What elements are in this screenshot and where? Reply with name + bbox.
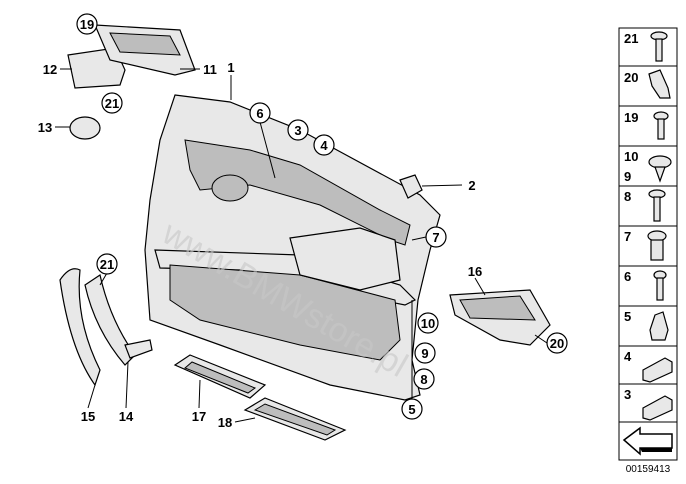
clip-icon (648, 69, 671, 99)
callout-18: 18 (218, 415, 232, 430)
legend-label-5: 5 (624, 309, 631, 324)
callout-21-mid: 21 (100, 257, 114, 272)
screw-icon (650, 31, 668, 62)
callout-1: 1 (227, 60, 234, 75)
legend-label-8: 8 (624, 189, 631, 204)
legend-label-6: 6 (624, 269, 631, 284)
trim-11 (94, 24, 196, 76)
callout-14: 14 (119, 409, 134, 424)
legend-label-3: 3 (624, 387, 631, 402)
diagram-number: 00159413 (626, 464, 671, 475)
arrow-icon (622, 426, 673, 456)
legend-label-4: 4 (624, 349, 632, 364)
callout-21: 21 (105, 96, 119, 111)
nut-icon (649, 311, 669, 341)
expanding-rivet-icon (648, 155, 672, 183)
callout-16: 16 (468, 264, 482, 279)
callout-10: 10 (421, 316, 435, 331)
screw-icon (653, 270, 667, 301)
legend-label-10: 10 (624, 149, 638, 164)
callout-8: 8 (420, 372, 427, 387)
door-trim-panel (144, 94, 441, 401)
leader-lines (55, 68, 548, 423)
legend-label-21: 21 (624, 31, 638, 46)
callout-12: 12 (43, 62, 57, 77)
legend-label-19: 19 (624, 110, 638, 125)
screw-icon (648, 189, 666, 222)
legend-label-20: 20 (624, 70, 638, 85)
legend-label-9: 9 (624, 169, 631, 184)
callout-11: 11 (203, 62, 217, 77)
callout-9: 9 (421, 346, 428, 361)
expanding-nut-icon (647, 230, 667, 261)
callout-13: 13 (38, 120, 52, 135)
screw-icon (653, 111, 669, 140)
fastener-legend: 21 20 19 10 9 8 7 6 5 4 3 00159413 (618, 27, 678, 475)
callout-2: 2 (468, 178, 475, 193)
callout-labels: 19 12 11 1 21 13 6 3 4 2 7 16 21 10 20 9… (38, 13, 568, 430)
grip-15 (59, 268, 101, 387)
callout-3: 3 (294, 123, 301, 138)
callout-15: 15 (81, 409, 95, 424)
callout-20: 20 (550, 336, 564, 351)
callout-7: 7 (432, 230, 439, 245)
part-2 (399, 174, 423, 199)
callout-17: 17 (192, 409, 206, 424)
callout-5: 5 (408, 402, 415, 417)
callout-4: 4 (320, 138, 328, 153)
callout-6: 6 (256, 106, 263, 121)
bracket-icon (642, 357, 673, 383)
legend-label-7: 7 (624, 229, 631, 244)
bracket-icon (642, 395, 673, 421)
callout-19: 19 (80, 17, 94, 32)
cap-13 (69, 116, 101, 140)
